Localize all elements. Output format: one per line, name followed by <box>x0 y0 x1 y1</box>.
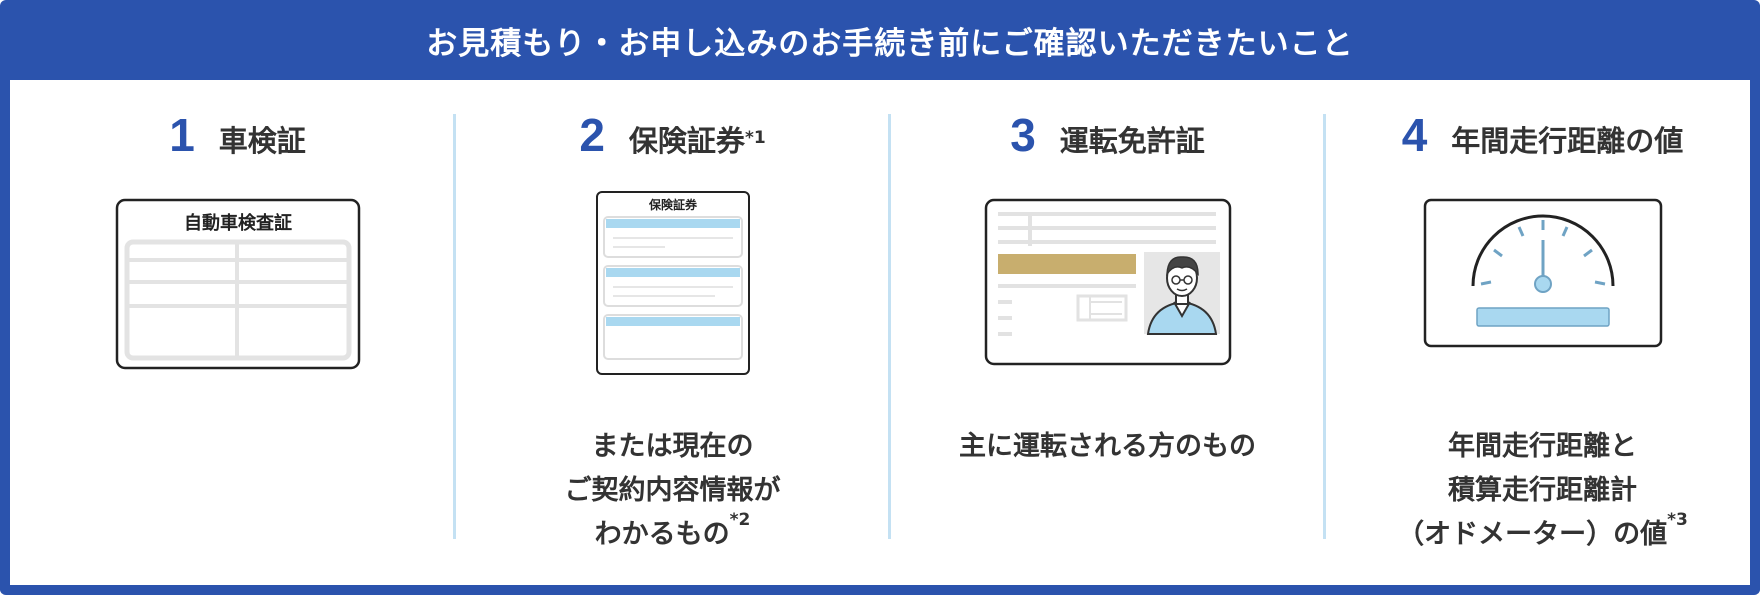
item-heading: 4 年間走行距離の値 <box>1325 108 1750 162</box>
drivers-license-icon <box>984 198 1231 366</box>
item-number: 4 <box>1401 109 1428 161</box>
item-heading: 3 運転免許証 <box>890 108 1325 162</box>
item-title: 車検証 <box>218 124 306 158</box>
caption-line: 積算走行距離計 <box>1448 475 1637 506</box>
column-divider <box>1323 114 1326 539</box>
item-vehicle-inspection: 1 車検証 自動車検査証 <box>20 80 455 585</box>
vehicle-inspection-certificate-icon: 自動車検査証 <box>115 198 360 370</box>
item-caption: または現在の ご契約内容情報が わかるもの*2 <box>455 425 890 557</box>
item-caption: 年間走行距離と 積算走行距離計 （オドメーター）の値*3 <box>1325 425 1750 557</box>
item-number: 2 <box>579 109 605 161</box>
card-title: 保険証券 <box>647 197 697 212</box>
caption-line: わかるもの*2 <box>594 510 751 551</box>
item-heading: 2 保険証券 *1 <box>579 109 766 161</box>
item-drivers-license: 3 運転免許証 <box>888 80 1325 585</box>
item-title: 保険証券 <box>628 124 745 158</box>
caption-line: または現在の <box>591 431 754 462</box>
item-heading: 1 車検証 <box>20 108 455 162</box>
panel-header: お見積もり・お申し込みのお手続き前にご確認いただきたいこと <box>10 0 1750 80</box>
caption-line: 年間走行距離と <box>1448 431 1637 462</box>
item-title: 年間走行距離の値 <box>1451 124 1684 158</box>
caption-line: （オドメーター）の値*3 <box>1397 510 1688 551</box>
item-number: 3 <box>1010 109 1036 161</box>
item-caption: 主に運転される方のもの <box>890 425 1325 469</box>
column-divider <box>888 114 891 539</box>
panel-title: お見積もり・お申し込みのお手続き前にご確認いただきたいこと <box>426 25 1354 62</box>
card-title: 自動車検査証 <box>184 212 292 234</box>
item-annual-mileage: 4 年間走行距離の値 年間走行距離と 積算走行距離計 （オドメー <box>1323 80 1750 585</box>
caption-line: ご契約内容情報が <box>564 475 781 506</box>
items-row: 1 車検証 自動車検査証 2 保険証券 *1 保 <box>20 80 1750 585</box>
item-insurance-policy: 2 保険証券 *1 保険証券 または現在の ご契約内容情報が <box>453 80 890 585</box>
item-title: 運転免許証 <box>1059 124 1205 158</box>
caption-line: 主に運転される方のもの <box>959 431 1256 462</box>
speedometer-icon <box>1423 198 1662 348</box>
item-number: 1 <box>169 109 195 161</box>
insurance-policy-icon: 保険証券 <box>595 191 750 375</box>
footnote-mark: *3 <box>1667 510 1688 530</box>
footnote-mark: *2 <box>729 510 751 530</box>
column-divider <box>453 114 456 539</box>
